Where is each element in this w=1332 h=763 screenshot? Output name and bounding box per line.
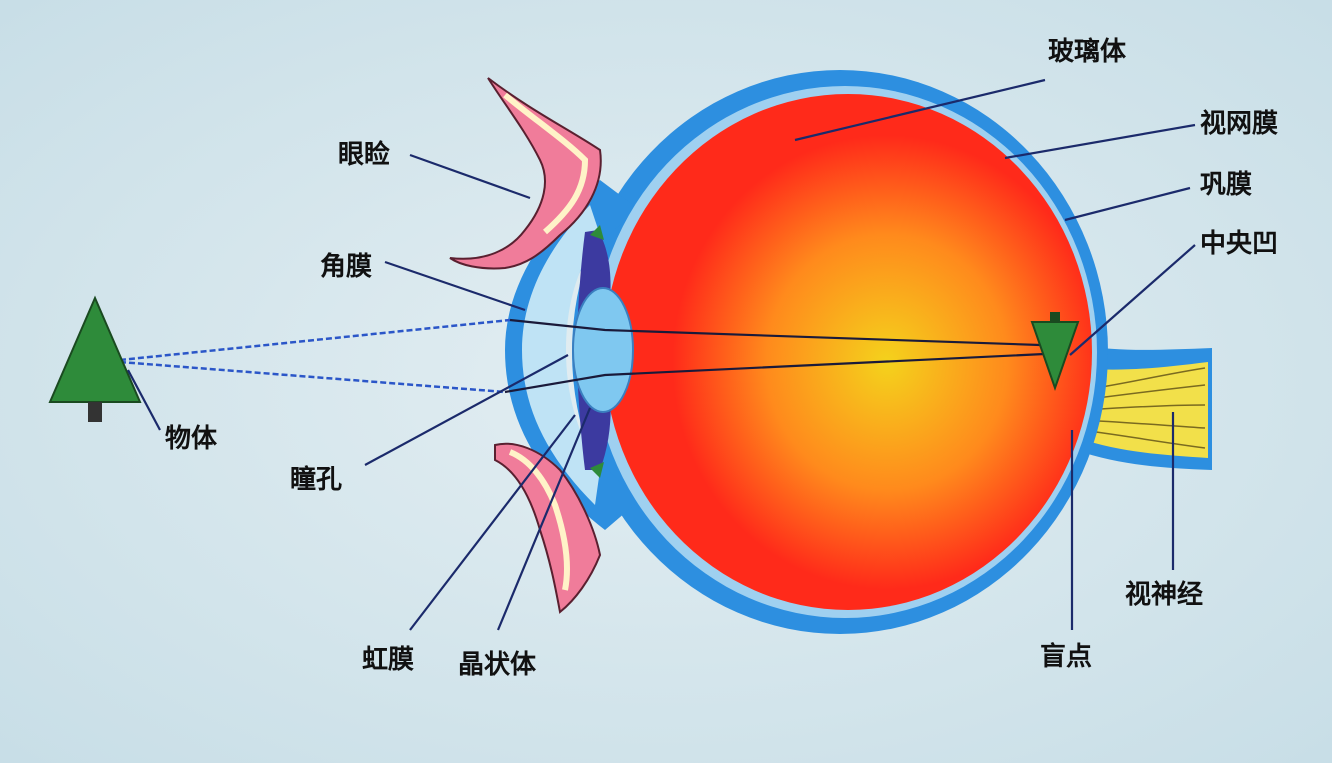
optic-nerve <box>1075 345 1212 470</box>
leader-lines <box>127 78 1196 631</box>
lens-shape <box>572 287 634 413</box>
label-blind-spot: 盲点 <box>1040 641 1092 672</box>
cornea-shape <box>505 180 640 530</box>
label-optic-nerve: 视神经 <box>1125 579 1203 610</box>
labels: 玻璃体 视网膜 巩膜 中央凹 眼睑 角膜 物体 瞳孔 虹膜 晶状体 盲点 视神经 <box>165 36 1278 680</box>
label-vitreous: 玻璃体 <box>1048 36 1127 67</box>
light-rays <box>119 318 1066 394</box>
label-object: 物体 <box>165 424 218 454</box>
label-fovea: 中央凹 <box>1200 229 1278 259</box>
eyeball <box>505 70 1108 634</box>
inverted-image <box>1030 312 1080 392</box>
label-sclera: 巩膜 <box>1200 170 1252 200</box>
label-cornea: 角膜 <box>320 251 372 282</box>
label-retina: 视网膜 <box>1200 109 1278 139</box>
label-lens: 晶状体 <box>458 650 537 680</box>
label-eyelid: 眼睑 <box>338 139 390 170</box>
vitreous-body <box>604 94 1092 610</box>
tree-object <box>48 295 142 422</box>
label-iris: 虹膜 <box>362 645 414 675</box>
label-pupil: 瞳孔 <box>290 464 342 495</box>
eyelids <box>449 77 602 614</box>
